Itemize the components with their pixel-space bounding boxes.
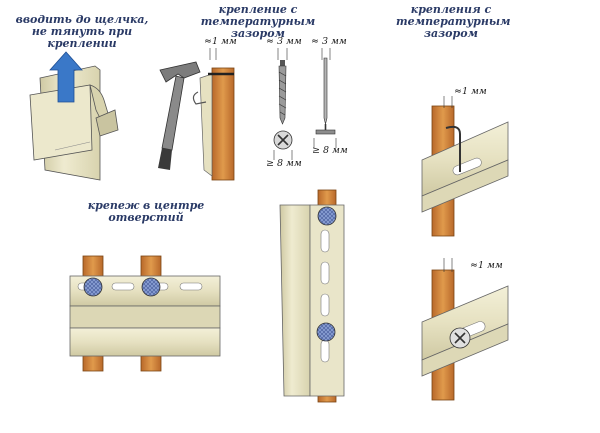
hammer-icon <box>158 61 201 170</box>
thermal-gap-title-line-2: зазором <box>231 27 285 40</box>
screw-gap-dimension: ≈ 3 мм <box>266 36 302 47</box>
panel-insert-illustration <box>29 65 119 181</box>
center-holes-note: крепеж в центре отверстий <box>87 199 205 224</box>
phillips-head-icon <box>449 327 471 349</box>
hammer-gap-dimension: ≈1 мм <box>204 36 237 47</box>
horizontal-panel-illustration <box>69 255 221 372</box>
vertical-panel-illustration <box>279 189 345 403</box>
screw-head-dimension: ≥ 8 мм <box>266 158 302 169</box>
thermal-gap-right-title: крепления с температурным зазором <box>396 3 511 40</box>
insert-note-line-1: вводить до щелчка, <box>15 13 149 26</box>
thermal-gap-title-line-1: крепление с температурным <box>200 3 316 28</box>
thermal-gap-title: крепление с температурным зазором <box>168 4 348 40</box>
arrow-up-icon <box>49 51 83 103</box>
nail-head-dimension: ≥ 8 мм <box>312 145 348 156</box>
thermal-gap-right-line-2: температурным <box>396 15 511 28</box>
nail-gap-dimension: ≈ 3 мм <box>311 36 347 47</box>
thermal-gap-right-line-3: зазором <box>424 27 478 40</box>
screw-icon <box>273 60 293 150</box>
bottom-right-gap-dimension: ≈1 мм <box>470 260 503 271</box>
hammer-nailing-illustration <box>192 67 235 181</box>
top-right-gap-dimension: ≈1 мм <box>454 86 487 97</box>
slot-screw-illustration <box>421 269 509 401</box>
insert-note: вводить до щелчка, не тянуть при креплен… <box>6 14 158 50</box>
insert-note-line-2: не тянуть при креплении <box>31 25 133 50</box>
thermal-gap-right-line-1: крепления с <box>410 3 492 16</box>
slot-nail-illustration <box>421 105 509 237</box>
nail-icon <box>315 57 336 135</box>
